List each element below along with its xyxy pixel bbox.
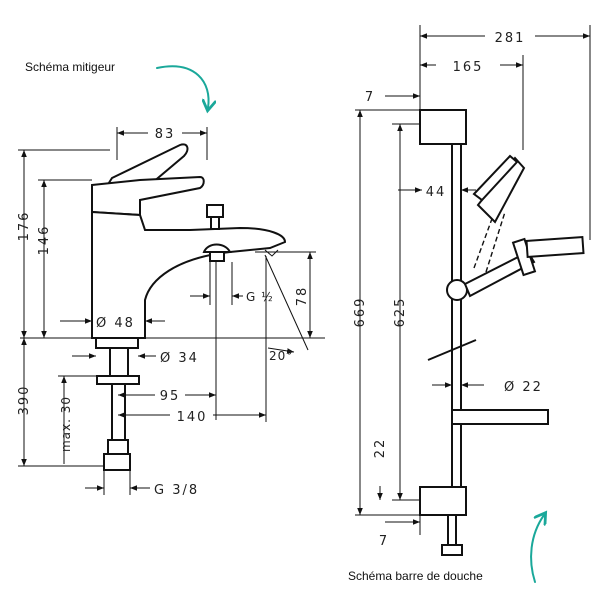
dim-d22: Ø 22 <box>504 380 543 395</box>
hose-crimp <box>107 439 129 455</box>
mixer-schematic: Schéma mitigeur 83 176 <box>17 60 325 498</box>
handshower-tilted-handle-right <box>485 211 506 273</box>
hose-end-connector <box>441 544 463 556</box>
mixer-cartridge <box>91 175 205 217</box>
handshower-holder <box>463 250 536 298</box>
dim-7-top: 7 <box>365 90 375 105</box>
dim-390: 390 <box>17 385 32 416</box>
top-wall-bracket <box>419 109 467 145</box>
shower-pointer-arrow <box>530 515 544 583</box>
dim-d34: Ø 34 <box>160 351 199 366</box>
mounting-washer <box>95 337 139 349</box>
dim-281: 281 <box>495 31 526 46</box>
dim-83: 83 <box>155 127 176 142</box>
hose-outlet <box>264 249 279 257</box>
mixer-caption: Schéma mitigeur <box>25 60 115 74</box>
dim-44: 44 <box>426 185 447 200</box>
dim-d48: Ø 48 <box>96 316 135 331</box>
handshower-face-docked <box>525 235 585 259</box>
soap-dish <box>451 409 549 425</box>
spout-aerator <box>209 251 225 262</box>
dim-95: 95 <box>160 389 181 404</box>
dim-7-bottom: 7 <box>379 534 389 549</box>
dim-max30: max. 30 <box>59 396 73 452</box>
shower-caption: Schéma barre de douche <box>348 569 483 583</box>
spout-outlet <box>202 243 232 253</box>
dim-a20: 20° <box>269 349 293 363</box>
handshower-face-tilted <box>472 154 519 202</box>
slider-knob <box>446 279 468 301</box>
dim-146: 146 <box>37 225 52 256</box>
dim-78: 78 <box>295 286 310 307</box>
dim-22-vertical: 22 <box>373 438 388 459</box>
dim-140: 140 <box>177 410 208 425</box>
mounting-nut <box>96 375 140 385</box>
diverter-stem <box>210 216 220 230</box>
bottom-wall-bracket <box>419 486 467 516</box>
mounting-shank <box>109 347 129 377</box>
dim-165: 165 <box>453 60 484 75</box>
dim-176: 176 <box>17 211 32 242</box>
dim-669: 669 <box>353 297 368 328</box>
dim-g38: G 3/8 <box>154 483 199 498</box>
dim-g12: G ½ <box>246 290 274 304</box>
shower-bar-schematic: 281 165 7 44 669 625 Ø 22 22 7 <box>348 25 591 583</box>
hose-connector-nut <box>103 453 131 471</box>
diverter-knob <box>206 204 224 218</box>
handshower-tilted-handle-left <box>473 204 498 269</box>
rail-break-mark <box>427 339 477 361</box>
dim-625: 625 <box>393 297 408 328</box>
mixer-pointer-arrow <box>156 65 209 108</box>
